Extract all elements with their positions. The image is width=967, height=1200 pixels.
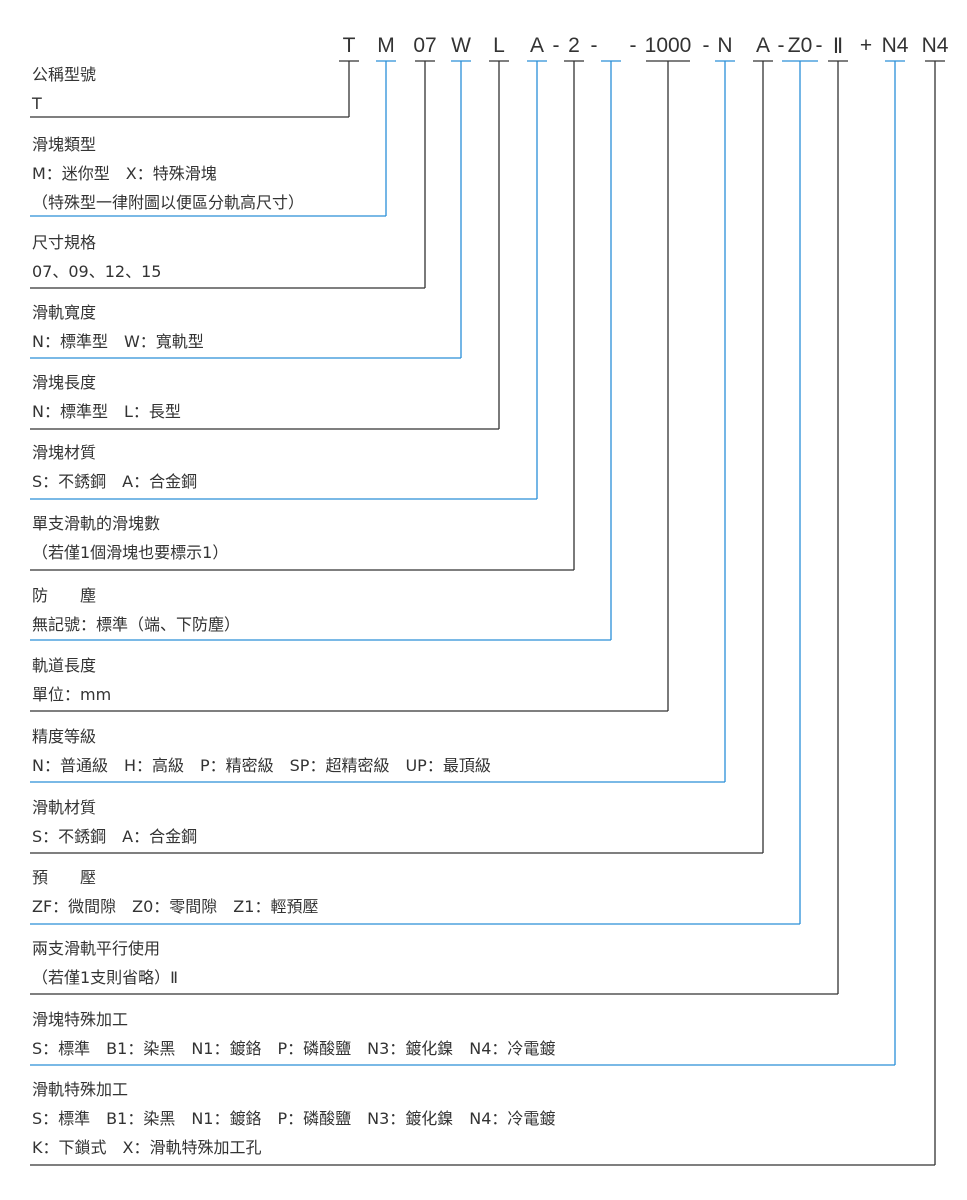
code-token: - <box>815 34 823 57</box>
section-option-line: S：標準 B1：染黑 N1：鍍鉻 P：磷酸鹽 N3：鍍化鎳 N4：冷電鍍 <box>32 1109 556 1128</box>
section-option-line: S：不銹鋼 A：合金鋼 <box>32 472 198 491</box>
code-token: L <box>493 34 505 57</box>
section-option-line: （若僅1個滑塊也要標示1） <box>32 543 229 562</box>
code-token: W <box>451 34 471 57</box>
section-option-line: M：迷你型 X：特殊滑塊 <box>32 164 217 183</box>
section-option-line: N：普通級 H：高級 P：精密級 SP：超精密級 UP：最頂級 <box>32 756 491 775</box>
section-option-line: 無記號：標準（端、下防塵） <box>32 615 241 634</box>
section-title: 滑軌寬度 <box>32 303 97 322</box>
section-title: 精度等級 <box>32 727 97 746</box>
code-token: N4 <box>921 34 949 57</box>
section-title: 滑軌特殊加工 <box>32 1080 129 1099</box>
code-token: M <box>377 34 395 57</box>
section-option-line: （特殊型一律附圖以便區分軌高尺寸） <box>32 193 305 212</box>
code-token: Ⅱ <box>832 35 844 58</box>
section-title: 尺寸規格 <box>32 233 97 252</box>
section-title: 滑塊類型 <box>32 135 97 154</box>
section-title: 滑軌材質 <box>32 798 97 817</box>
section-option-line: 07、09、12、15 <box>32 262 162 281</box>
section-option-line: （若僅1支則省略）Ⅱ <box>32 968 179 987</box>
section-title: 滑塊長度 <box>32 373 97 392</box>
section-option-line: T <box>32 94 42 113</box>
code-token: - <box>629 34 637 57</box>
code-token: - <box>590 34 598 57</box>
section-option-line: N：標準型 W：寬軌型 <box>32 332 204 351</box>
section-option-line: K：下鎖式 X：滑軌特殊加工孔 <box>32 1138 262 1157</box>
section-option-line: S：不銹鋼 A：合金鋼 <box>32 827 198 846</box>
section-title: 預 壓 <box>32 868 97 887</box>
section-title: 滑塊特殊加工 <box>32 1010 129 1029</box>
section-option-line: S：標準 B1：染黑 N1：鍍鉻 P：磷酸鹽 N3：鍍化鎳 N4：冷電鍍 <box>32 1039 556 1058</box>
code-token: N4 <box>881 34 909 57</box>
code-token: N <box>717 34 733 57</box>
code-token: - <box>702 34 710 57</box>
section-option-line: N：標準型 L：長型 <box>32 402 181 421</box>
code-token: - <box>777 34 785 57</box>
code-token: A <box>755 34 771 57</box>
code-token: Z0 <box>787 34 813 57</box>
section-option-line: ZF：微間隙 Z0：零間隙 Z1：輕預壓 <box>32 897 319 916</box>
section-title: 單支滑軌的滑塊數 <box>32 514 161 533</box>
section-option-line: 單位：mm <box>32 685 112 704</box>
section-title: 兩支滑軌平行使用 <box>32 939 161 958</box>
section-title: 防 塵 <box>32 586 97 605</box>
code-token: 2 <box>568 34 580 57</box>
section-title: 公稱型號 <box>32 65 97 84</box>
code-token: A <box>529 34 545 57</box>
code-token: T <box>342 34 356 57</box>
section-title: 滑塊材質 <box>32 443 97 462</box>
section-title: 軌道長度 <box>32 656 97 675</box>
code-token: + <box>859 34 873 57</box>
code-token: - <box>552 34 560 57</box>
code-token: 07 <box>413 34 437 57</box>
code-token: 1000 <box>644 34 692 57</box>
